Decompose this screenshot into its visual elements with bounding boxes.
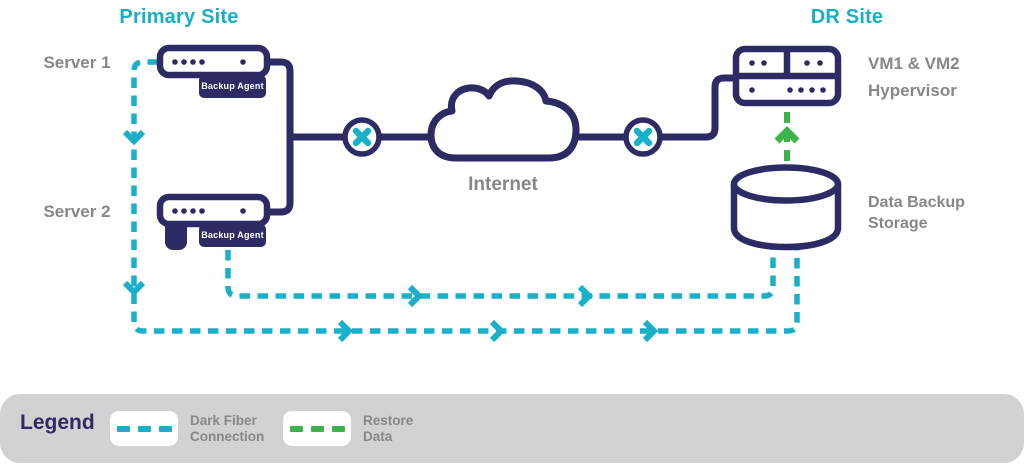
internet-to-dr-line [572, 74, 738, 141]
legend-label-line: Dark Fiber [190, 412, 257, 428]
arrow-right-icon [577, 284, 594, 308]
storage-label-line2: Storage [868, 215, 928, 232]
arrow-down-icon [122, 129, 146, 146]
hypervisor-label: Hypervisor [868, 81, 957, 100]
server1-label: Server 1 [43, 53, 111, 72]
storage-label: Data Backup Storage [868, 192, 965, 234]
primary-site-title: Primary Site [119, 6, 239, 28]
storage-cylinder-icon [730, 164, 842, 251]
server2-label: Server 2 [43, 202, 111, 221]
hypervisor-stack-icon [732, 45, 842, 107]
dr-site-title: DR Site [810, 6, 884, 28]
arrow-right-icon [642, 319, 659, 343]
arrow-right-icon [337, 319, 354, 343]
server2-icon [156, 193, 271, 250]
x-icon [352, 127, 372, 147]
dark-fiber-arrow-icons [122, 129, 659, 343]
server2-backup-agent-badge: Backup Agent [199, 224, 266, 247]
legend-swatch-restore-data [283, 411, 351, 446]
legend-label-line: Connection [190, 428, 265, 444]
legend-label-line: Data [363, 428, 393, 444]
internet-label: Internet [468, 174, 538, 195]
cyan-dash-icon [137, 425, 151, 432]
cyan-dash-icon [116, 425, 130, 432]
legend-label-line: Restore [363, 412, 414, 428]
internet-cloud-icon [427, 77, 580, 162]
server2-led-dots [172, 208, 246, 214]
legend-label-dark-fiber: Dark Fiber Connection [190, 411, 264, 446]
primary-bracket-connector [264, 58, 294, 216]
dark-fiber-path-server1-to-storage [131, 59, 800, 334]
legend-swatch-dark-fiber [110, 411, 178, 446]
green-dash-icon [310, 425, 324, 432]
hypervisor-led-dots [749, 60, 826, 93]
link-x-node-right [623, 117, 663, 157]
link-x-node-left [342, 117, 382, 157]
vm-label: VM1 & VM2 [868, 54, 960, 73]
dark-fiber-path-server2-to-storage [225, 249, 776, 299]
green-dash-icon [289, 425, 303, 432]
legend-bar: Legend Dark Fiber Connection Restore Dat… [0, 394, 1024, 463]
arrow-right-icon [407, 284, 424, 308]
legend-label-restore-data: Restore Data [363, 411, 413, 446]
arrow-down-icon [122, 280, 146, 297]
server1-icon [156, 44, 271, 79]
server1-backup-agent-badge: Backup Agent [199, 75, 266, 98]
arrow-up-icon [774, 126, 800, 144]
storage-label-line1: Data Backup [868, 194, 965, 211]
server1-led-dots [172, 59, 246, 65]
legend-title: Legend [20, 411, 95, 434]
cyan-dash-icon [158, 425, 172, 432]
arrow-right-icon [489, 319, 506, 343]
x-icon [633, 127, 653, 147]
green-dash-icon [331, 425, 345, 432]
